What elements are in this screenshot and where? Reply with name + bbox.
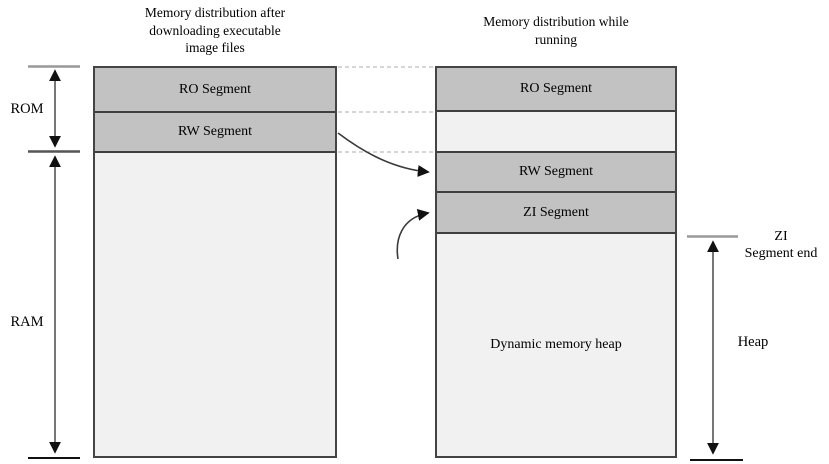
heap-label: Heap [737, 334, 769, 350]
right-empty-region [437, 112, 675, 153]
left-title-line-2: downloading executable [149, 22, 281, 38]
left-empty-region [95, 153, 335, 456]
zi-end-line-1: ZI [774, 229, 788, 244]
zi-segment-end-label: ZI Segment end [720, 228, 829, 262]
right-title-line-1: Memory distribution while [483, 14, 629, 29]
left-rw-segment: RW Segment [95, 113, 335, 153]
right-heap-segment: Dynamic memory heap [437, 234, 675, 456]
segment-label: RW Segment [518, 164, 594, 179]
right-rw-segment: RW Segment [437, 153, 675, 193]
right-zi-segment: ZI Segment [437, 193, 675, 234]
ram-label: RAM [10, 314, 44, 330]
segment-label: ZI Segment [523, 204, 589, 220]
right-ro-segment: RO Segment [437, 68, 675, 112]
segment-label: RO Segment [520, 81, 592, 96]
rw-copy-arrow [337, 132, 430, 177]
segment-label: RO Segment [179, 81, 251, 97]
zi-create-arrow [396, 208, 430, 260]
right-column-title: Memory distribution while running [435, 13, 677, 48]
left-column-title: Memory distribution after downloading ex… [93, 4, 337, 57]
segment-label: Dynamic memory heap [490, 337, 622, 352]
rom-label: ROM [10, 101, 44, 117]
right-memory-column: RO Segment RW Segment ZI Segment Dynamic… [435, 66, 677, 458]
zi-end-line-2: Segment end [744, 246, 818, 261]
left-ro-segment: RO Segment [95, 68, 335, 113]
left-title-line-3: image files [185, 40, 245, 55]
right-title-line-2: running [535, 31, 577, 47]
left-title-line-1: Memory distribution after [144, 5, 286, 20]
left-memory-column: RO Segment RW Segment [93, 66, 337, 458]
segment-label: RW Segment [177, 124, 253, 139]
